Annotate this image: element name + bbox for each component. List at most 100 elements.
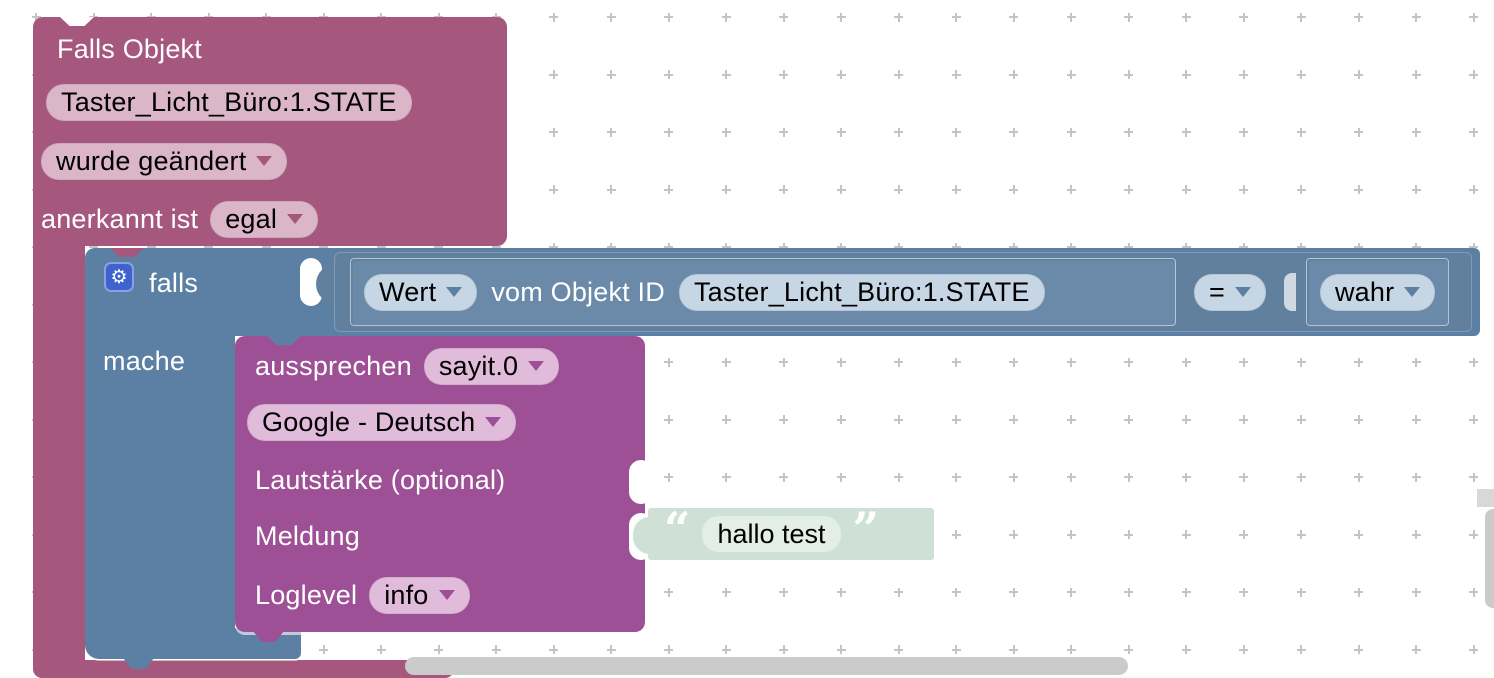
grid-cross-icon <box>1411 357 1421 367</box>
change-type-value: wurde geändert <box>56 145 247 176</box>
top-notch <box>110 248 144 257</box>
trigger-block-spine[interactable] <box>33 245 85 662</box>
get-value-block[interactable]: Wert vom Objekt ID Taster_Licht_Büro:1.S… <box>350 258 1176 326</box>
grid-cross-icon <box>1124 587 1133 597</box>
value-socket <box>1283 273 1296 311</box>
grid-cross-icon <box>894 127 903 137</box>
compare-object-id-field[interactable]: Taster_Licht_Büro:1.STATE <box>678 273 1045 311</box>
grid-cross-icon <box>1469 472 1478 482</box>
grid-cross-icon <box>894 645 903 654</box>
grid-cross-icon <box>606 645 616 654</box>
text-value: hallo test <box>717 518 826 549</box>
grid-cross-icon <box>1354 357 1363 367</box>
grid-cross-icon <box>894 587 903 597</box>
voice-dropdown[interactable]: Google - Deutsch <box>247 403 517 441</box>
compare-block[interactable]: Wert vom Objekt ID Taster_Licht_Büro:1.S… <box>334 252 1472 332</box>
operator-dropdown[interactable]: = <box>1194 273 1266 311</box>
grid-cross-icon <box>1066 415 1076 424</box>
object-id-field[interactable]: Taster_Licht_Büro:1.STATE <box>46 83 412 121</box>
bottom-tab <box>123 658 154 669</box>
gear-icon[interactable]: ⚙ <box>104 262 134 292</box>
grid-cross-icon <box>376 645 386 654</box>
grid-cross-icon <box>1354 587 1363 597</box>
operator-value: = <box>1209 276 1225 307</box>
dropdown-arrow-icon <box>438 590 455 600</box>
grid-cross-icon <box>1066 587 1076 597</box>
grid-cross-icon <box>1296 587 1306 597</box>
trigger-block[interactable]: Falls Objekt Taster_Licht_Büro:1.STATE w… <box>33 17 507 246</box>
grid-cross-icon <box>894 12 903 22</box>
grid-cross-icon <box>146 242 156 252</box>
connection-tab <box>316 264 338 304</box>
grid-cross-icon <box>434 242 443 252</box>
grid-cross-icon <box>1009 12 1018 22</box>
grid-cross-icon <box>951 530 961 539</box>
grid-cross-icon <box>1469 530 1478 539</box>
grid-cross-icon <box>1239 70 1248 79</box>
grid-cross-icon <box>1181 587 1191 597</box>
grid-cross-icon <box>261 242 271 252</box>
grid-cross-icon <box>1411 127 1421 137</box>
grid-cross-icon <box>836 70 846 79</box>
grid-cross-icon <box>951 587 961 597</box>
change-type-dropdown[interactable]: wurde geändert <box>41 142 288 180</box>
grid-cross-icon <box>549 185 558 194</box>
if-block-spine[interactable]: mache <box>85 336 235 632</box>
grid-cross-icon <box>1354 242 1363 252</box>
grid-cross-icon <box>1239 357 1248 367</box>
grid-cross-icon <box>836 415 846 424</box>
grid-cross-icon <box>1354 185 1363 194</box>
bool-value: wahr <box>1334 276 1395 307</box>
grid-cross-icon <box>779 645 788 654</box>
grid-cross-icon <box>664 242 673 252</box>
voice-value: Google - Deutsch <box>262 406 476 437</box>
grid-cross-icon <box>1009 185 1018 194</box>
bool-dropdown[interactable]: wahr <box>1319 273 1436 311</box>
attribute-dropdown[interactable]: Wert <box>364 273 478 311</box>
grid-cross-icon <box>1066 127 1076 137</box>
text-block[interactable]: “ hallo test ” <box>648 506 934 560</box>
grid-cross-icon <box>549 645 558 654</box>
grid-cross-icon <box>1066 242 1076 252</box>
loglevel-dropdown[interactable]: info <box>369 576 470 614</box>
dropdown-arrow-icon <box>1234 287 1251 297</box>
grid-cross-icon <box>606 242 616 252</box>
grid-cross-icon <box>894 472 903 482</box>
sayit-instance-dropdown[interactable]: sayit.0 <box>423 347 560 385</box>
grid-cross-icon <box>491 645 501 654</box>
grid-cross-icon <box>1239 472 1248 482</box>
grid-cross-icon <box>1296 357 1306 367</box>
vertical-scrollbar-top[interactable] <box>1477 489 1494 507</box>
grid-cross-icon <box>951 415 961 424</box>
dropdown-arrow-icon <box>1404 287 1421 297</box>
grid-cross-icon <box>1066 530 1076 539</box>
grid-cross-icon <box>1239 530 1248 539</box>
object-id-value: Taster_Licht_Büro:1.STATE <box>61 86 397 117</box>
grid-cross-icon <box>894 70 903 79</box>
grid-cross-icon <box>606 12 616 22</box>
ack-dropdown[interactable]: egal <box>210 200 319 238</box>
grid-cross-icon <box>951 12 961 22</box>
grid-cross-icon <box>1411 185 1421 194</box>
loglevel-value: info <box>384 579 429 610</box>
grid-cross-icon <box>836 185 846 194</box>
grid-cross-icon <box>779 12 788 22</box>
text-input-field[interactable]: hallo test <box>702 516 841 552</box>
trigger-block-bottom[interactable] <box>33 660 454 678</box>
grid-cross-icon <box>1066 185 1076 194</box>
logic-true-block[interactable]: wahr <box>1305 258 1450 326</box>
grid-cross-icon <box>1009 530 1018 539</box>
top-notch <box>60 17 94 26</box>
grid-cross-icon <box>721 587 731 597</box>
grid-cross-icon <box>1181 242 1191 252</box>
grid-cross-icon <box>1296 530 1306 539</box>
grid-cross-icon <box>1354 645 1363 654</box>
vertical-scrollbar-thumb[interactable] <box>1485 509 1494 608</box>
sayit-block[interactable]: aussprechen sayit.0 Google - Deutsch Lau… <box>235 336 645 632</box>
volume-socket[interactable] <box>629 460 653 504</box>
grid-cross-icon <box>1296 415 1306 424</box>
grid-cross-icon <box>1181 415 1191 424</box>
horizontal-scrollbar[interactable] <box>405 657 1128 675</box>
grid-cross-icon <box>721 472 731 482</box>
